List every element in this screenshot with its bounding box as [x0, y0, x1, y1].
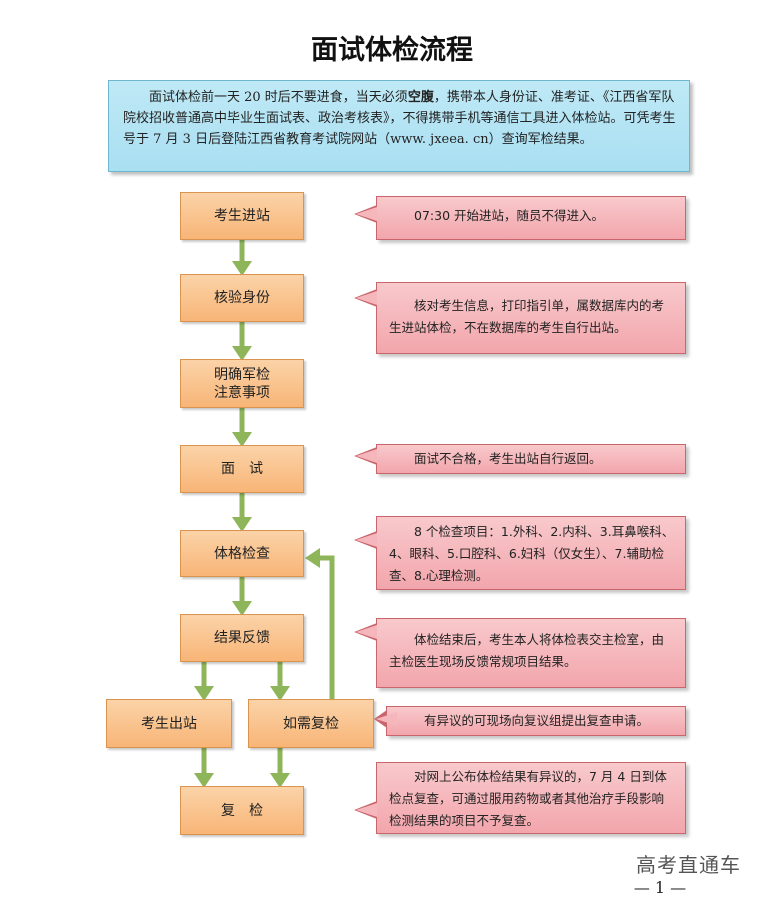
note-verify: 核对考生信息，打印指引单，属数据库内的考生进站体检，不在数据库的考生自行出站。 — [354, 282, 686, 354]
note-enter-text: 07:30 开始进站，随员不得进入。 — [414, 208, 604, 223]
intro-text-part2: ，携带本人身份证、准考证、《江西省军队院校招收普通高中毕业生面试表、政治考核表》… — [123, 90, 676, 147]
intro-instructions-box: 面试体检前一天 20 时后不要进食，当天必须空腹，携带本人身份证、准考证、《江西… — [108, 80, 690, 172]
callout-pointer — [374, 710, 397, 728]
callout-pointer — [354, 205, 377, 223]
step-exit-station: 考生出站 — [106, 699, 232, 748]
step-label-line1: 明确军检 — [214, 366, 270, 383]
note-need-recheck: 有异议的可现场向复议组提出复查申请。 — [374, 706, 686, 736]
page-number: — 1 — — [633, 878, 687, 897]
note-physical-text: 8 个检查项目：1.外科、2.内科、3.耳鼻喉科、4、眼科、5.口腔科、6.妇科… — [389, 524, 675, 583]
step-enter-station: 考生进站 — [180, 192, 304, 240]
step-label: 结果反馈 — [214, 630, 270, 646]
note-interview-text: 面试不合格，考生出站自行返回。 — [414, 451, 602, 466]
callout-pointer — [354, 623, 377, 641]
callout-pointer — [354, 289, 377, 307]
intro-text-bold: 空腹 — [407, 90, 434, 105]
note-feedback-text: 体检结束后，考生本人将体检表交主检室，由主检医生现场反馈常规项目结果。 — [389, 632, 665, 669]
step-result-feedback: 结果反馈 — [180, 614, 304, 662]
note-need-recheck-text: 有异议的可现场向复议组提出复查申请。 — [424, 713, 650, 728]
step-label: 考生出站 — [141, 715, 197, 732]
step-label: 考生进站 — [214, 208, 270, 224]
note-enter: 07:30 开始进站，随员不得进入。 — [354, 196, 686, 240]
note-recheck-text: 对网上公布体检结果有异议的，7 月 4 日到体检点复查，可通过服用药物或者其他治… — [389, 769, 667, 828]
step-physical-exam: 体格检查 — [180, 530, 304, 577]
note-feedback: 体检结束后，考生本人将体检表交主检室，由主检医生现场反馈常规项目结果。 — [354, 618, 686, 688]
step-label: 面 试 — [221, 461, 263, 477]
callout-pointer — [354, 531, 377, 549]
step-recheck: 复 检 — [180, 786, 304, 835]
callout-pointer — [354, 447, 377, 465]
note-verify-text: 核对考生信息，打印指引单，属数据库内的考生进站体检，不在数据库的考生自行出站。 — [389, 298, 665, 335]
note-interview: 面试不合格，考生出站自行返回。 — [354, 444, 686, 474]
note-physical: 8 个检查项目：1.外科、2.内科、3.耳鼻喉科、4、眼科、5.口腔科、6.妇科… — [354, 516, 686, 590]
arrow-need-recheck-to-physical — [318, 555, 335, 699]
callout-pointer — [354, 801, 377, 819]
step-label: 如需复检 — [283, 715, 339, 732]
step-interview: 面 试 — [180, 445, 304, 493]
brand-watermark: 高考直通车 — [636, 853, 741, 877]
intro-text-part1: 面试体检前一天 20 时后不要进食，当天必须 — [149, 90, 408, 105]
step-label: 复 检 — [221, 802, 263, 819]
step-need-recheck: 如需复检 — [248, 699, 374, 748]
step-label: 核验身份 — [214, 290, 270, 306]
step-label-line2: 注意事项 — [214, 384, 270, 401]
step-verify-identity: 核验身份 — [180, 274, 304, 322]
step-military-notice: 明确军检 注意事项 — [180, 359, 304, 408]
step-label: 体格检查 — [214, 545, 270, 562]
page-title: 面试体检流程 — [311, 35, 473, 66]
note-recheck: 对网上公布体检结果有异议的，7 月 4 日到体检点复查，可通过服用药物或者其他治… — [354, 762, 686, 834]
